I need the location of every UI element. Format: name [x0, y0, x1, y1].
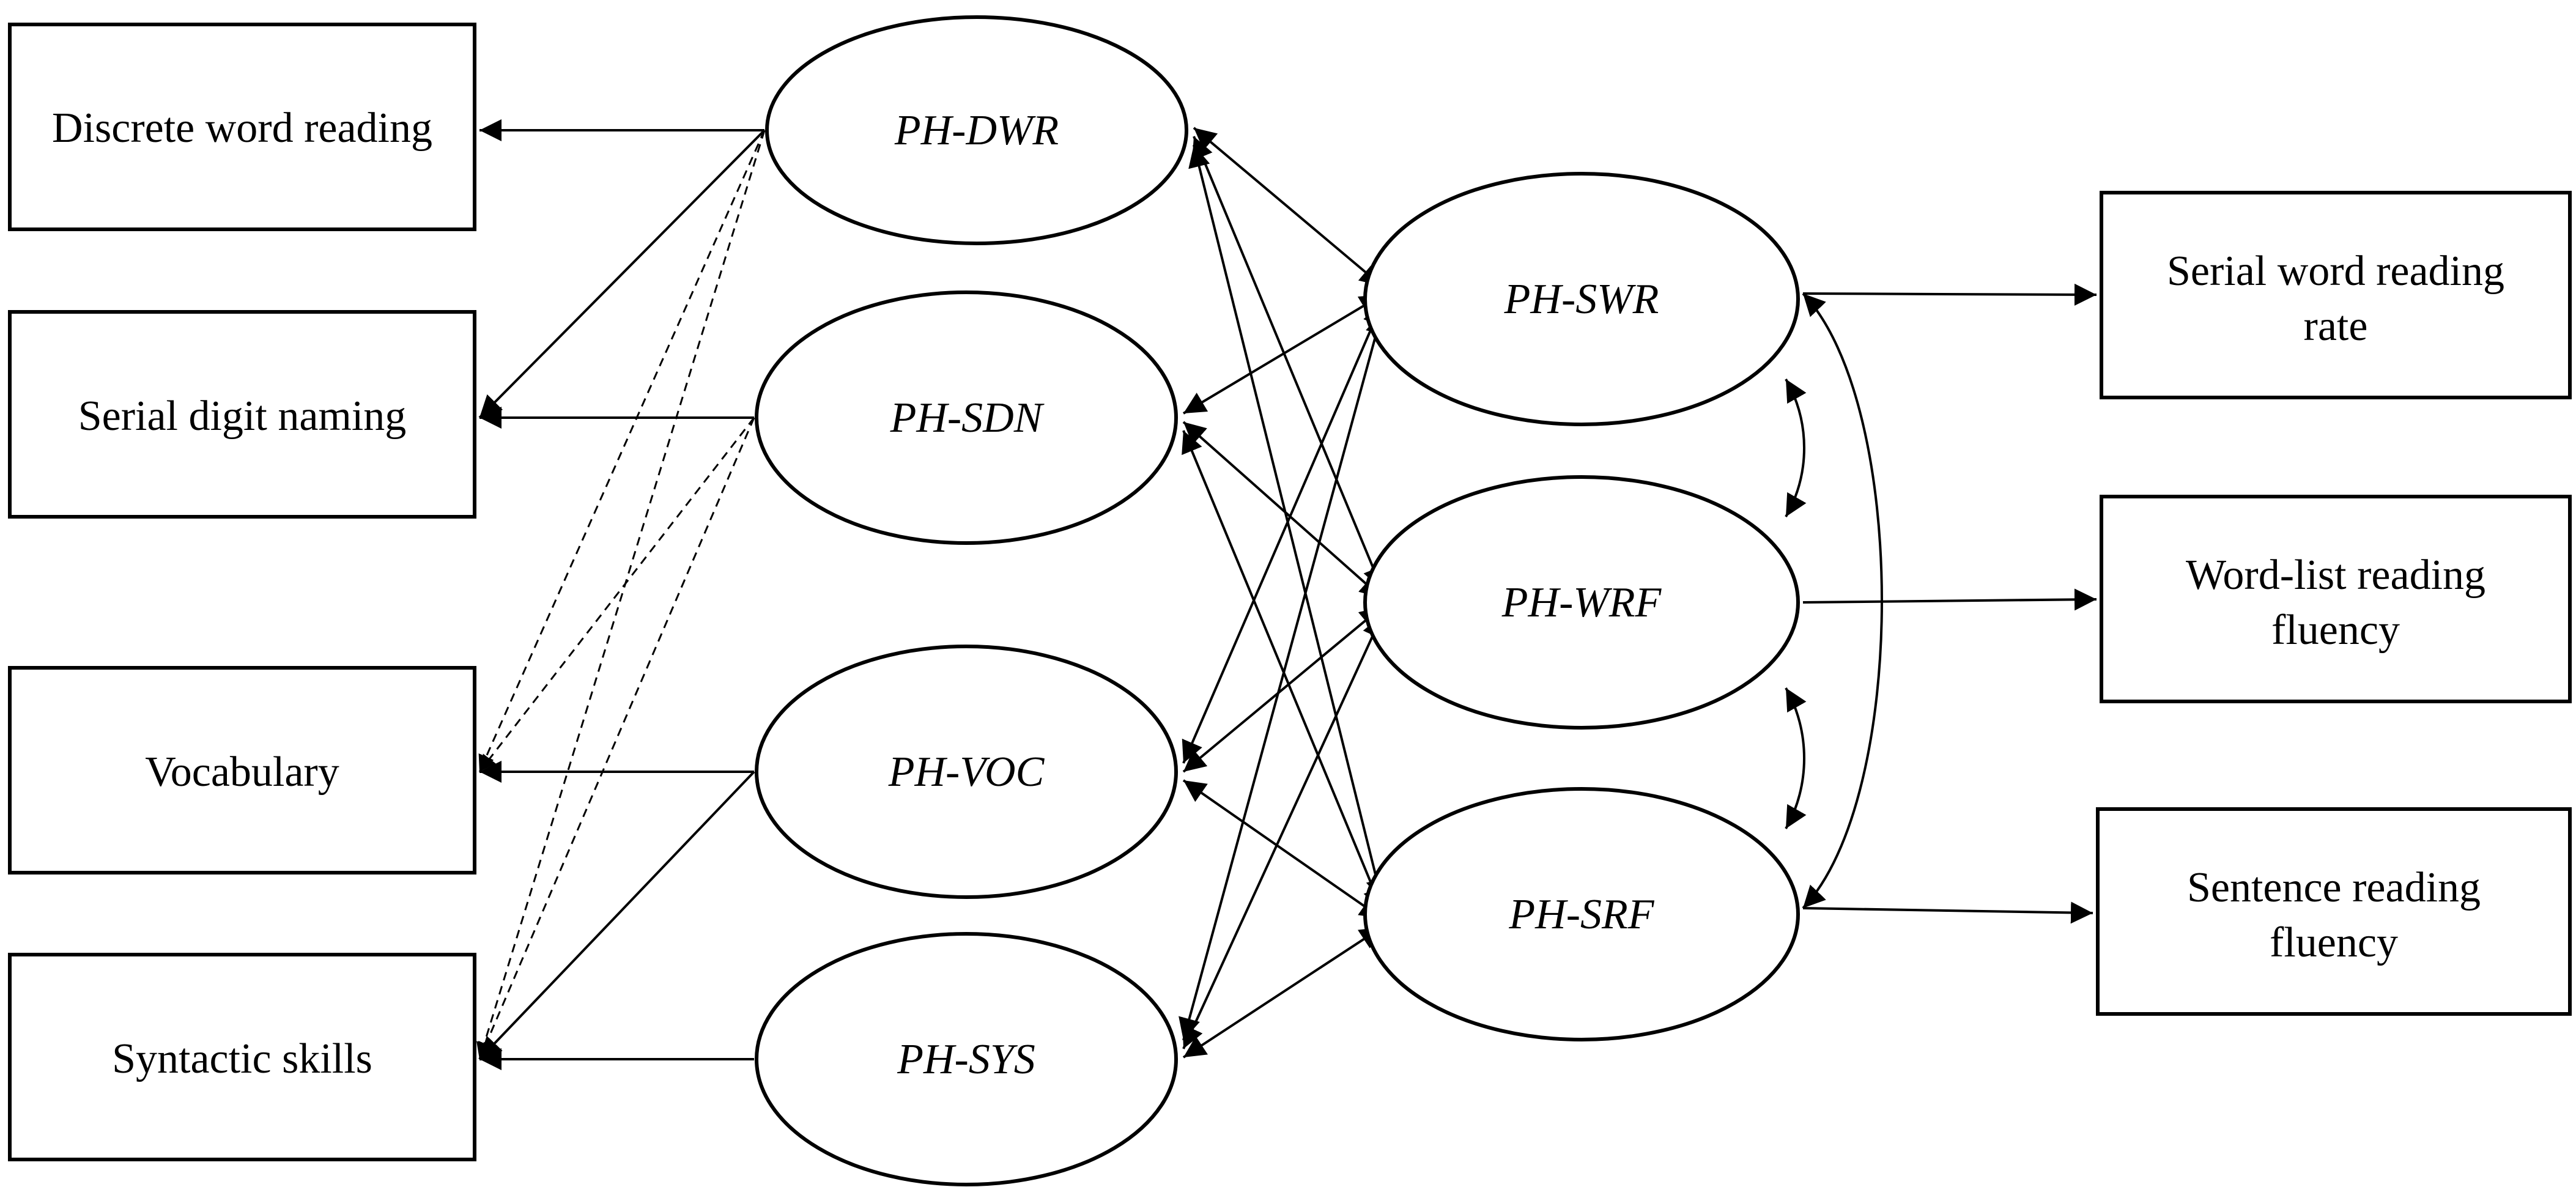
edge-dwr-sys_obs — [476, 130, 766, 1060]
latent-label: PH-SDN — [890, 394, 1045, 442]
edge-swr-wrf — [1785, 379, 1807, 517]
observed-label-line-1: Sentence reading — [2187, 864, 2481, 911]
latent-label: PH-VOC — [888, 749, 1045, 796]
svg-text:Word-list reading: Word-list reading — [2186, 552, 2485, 599]
observed-syntactic-skills: Syntactic skills — [8, 953, 476, 1161]
edge-sys-swr — [1179, 311, 1387, 1041]
svg-text:fluency: fluency — [2270, 919, 2398, 966]
svg-text:Vocabulary: Vocabulary — [145, 749, 339, 796]
edge-voc-wrf — [1182, 605, 1383, 773]
latent-ph-sys: PH-SYS — [755, 932, 1178, 1186]
latent-label: PH-SRF — [1508, 891, 1654, 938]
latent-label: PH-DWR — [894, 107, 1059, 154]
edge-voc-srf — [1182, 779, 1383, 920]
latent-ph-sdn: PH-SDN — [755, 290, 1178, 545]
edge-sdn-swr — [1182, 294, 1383, 415]
edge-dwr-sdn_obs — [478, 129, 766, 419]
svg-text:fluency: fluency — [2271, 607, 2400, 654]
edge-voc-sys_obs — [478, 771, 755, 1060]
svg-text:Serial digit naming: Serial digit naming — [78, 393, 407, 440]
svg-text:Sentence reading: Sentence reading — [2187, 864, 2481, 911]
observed-label-line-1: Word-list reading — [2186, 552, 2485, 599]
edge-swr-swr_obs — [1802, 283, 2097, 306]
edge-swr-srf — [1802, 292, 1883, 909]
observed-sentence-reading-fluency: Sentence reading fluency — [2096, 807, 2572, 1016]
latent-ph-swr: PH-SWR — [1363, 172, 1800, 426]
observed-label: Syntactic skills — [112, 1035, 372, 1082]
edge-voc-swr — [1182, 303, 1384, 764]
observed-vocabulary: Vocabulary — [8, 666, 476, 875]
svg-text:Syntactic skills: Syntactic skills — [112, 1035, 372, 1082]
edge-wrf-srf — [1785, 687, 1807, 829]
svg-text:Serial word reading: Serial word reading — [2167, 248, 2504, 295]
observed-label: Serial digit naming — [78, 393, 407, 440]
latent-label: PH-SYS — [897, 1036, 1035, 1083]
edge-sdn-voc_obs — [478, 417, 755, 772]
latent-ph-srf: PH-SRF — [1363, 787, 1800, 1041]
observed-serial-word-reading-rate: Serial word reading rate — [2100, 191, 2572, 399]
latent-ph-voc: PH-VOC — [755, 645, 1178, 899]
edge-layer — [476, 119, 2097, 1070]
edge-sdn-wrf — [1182, 421, 1383, 599]
edge-sys-srf — [1182, 926, 1383, 1059]
observed-label-line-2: rate — [2304, 303, 2368, 350]
latent-label: PH-WRF — [1501, 579, 1662, 626]
svg-text:rate: rate — [2304, 303, 2368, 350]
observed-label: Discrete word reading — [52, 105, 432, 152]
svg-text:Discrete word reading: Discrete word reading — [52, 105, 432, 152]
observed-label-line-2: fluency — [2271, 607, 2400, 654]
observed-word-list-reading-fluency: Word-list reading fluency — [2100, 495, 2572, 703]
edge-srf-srf_obs — [1802, 901, 2093, 924]
latent-ph-dwr: PH-DWR — [765, 15, 1188, 245]
observed-label: Vocabulary — [145, 749, 339, 796]
observed-label-line-1: Serial word reading — [2167, 248, 2504, 295]
observed-serial-digit-naming: Serial digit naming — [8, 310, 476, 519]
edge-wrf-wrf_obs — [1802, 588, 2097, 611]
edge-sdn-sys_obs — [478, 417, 755, 1060]
latent-label: PH-SWR — [1504, 276, 1659, 323]
edge-dwr-voc_obs — [478, 130, 766, 772]
observed-discrete-word-reading: Discrete word reading — [8, 23, 476, 231]
observed-label-line-2: fluency — [2270, 919, 2398, 966]
latent-ph-wrf: PH-WRF — [1363, 475, 1800, 730]
